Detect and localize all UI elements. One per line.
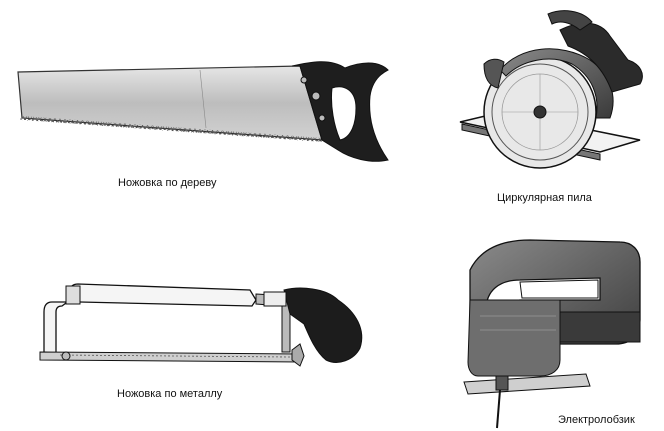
jigsaw-image xyxy=(463,239,641,429)
jigsaw-blade xyxy=(496,389,501,429)
caption-circular-saw: Циркулярная пила xyxy=(497,192,592,204)
circular-saw-image xyxy=(459,10,643,169)
jigsaw-motor-housing xyxy=(467,299,561,377)
hacksaw-image xyxy=(39,283,363,367)
caption-jigsaw: Электролобзик xyxy=(558,414,635,426)
circular-saw-guard xyxy=(499,48,614,119)
caption-wood-saw: Ножовка по дереву xyxy=(118,177,217,189)
hacksaw-frame xyxy=(43,283,257,355)
jigsaw-base-plate xyxy=(463,373,591,395)
wood-saw-image xyxy=(17,61,389,162)
hacksaw-handle xyxy=(283,287,363,363)
caption-hacksaw: Ножовка по металлу xyxy=(117,388,223,400)
circular-saw-motor xyxy=(559,22,643,93)
